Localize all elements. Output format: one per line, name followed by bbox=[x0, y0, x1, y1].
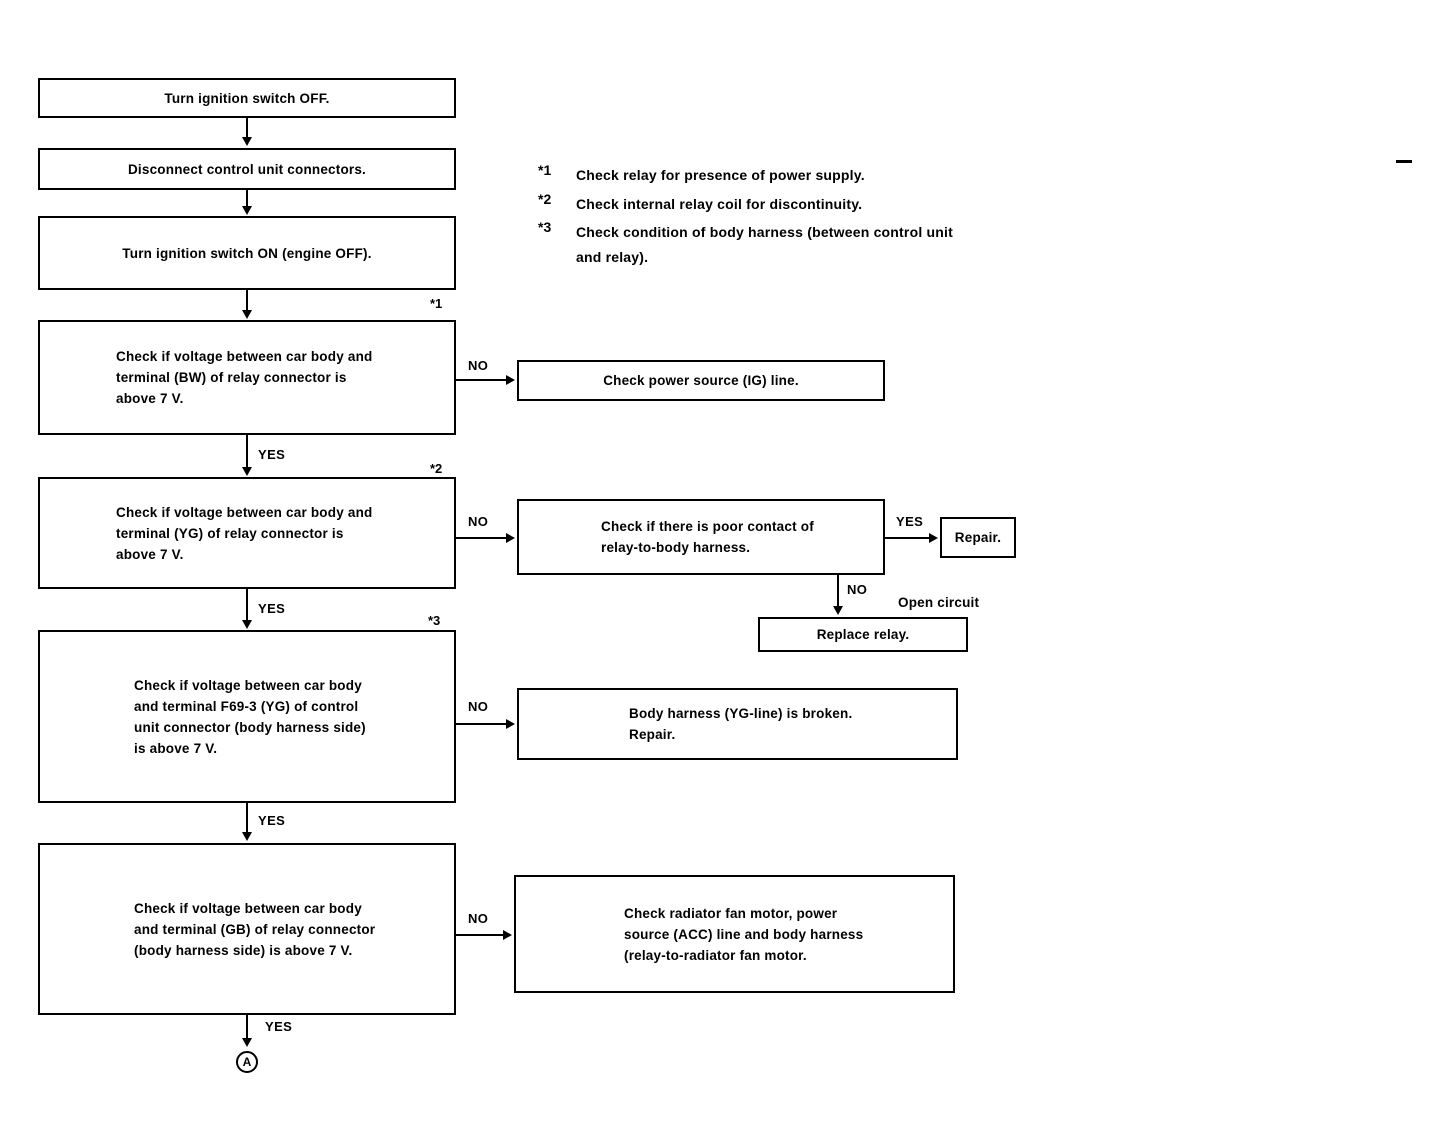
arrowhead-step4-no-icon bbox=[506, 375, 515, 385]
step-4-star-marker: *1 bbox=[430, 296, 443, 311]
step-6-label: Check if voltage between car body and te… bbox=[134, 677, 366, 756]
connector-step7-terminator bbox=[246, 1015, 248, 1043]
connector-step3-step4 bbox=[246, 290, 248, 312]
connector-step5-no bbox=[456, 537, 508, 539]
open-circuit-annotation: Open circuit bbox=[898, 595, 980, 610]
step-4-label: Check if voltage between car body and te… bbox=[116, 349, 373, 406]
step-1-label: Turn ignition switch OFF. bbox=[164, 90, 330, 106]
step-4-box: Check if voltage between car body and te… bbox=[38, 320, 456, 435]
connector-poorcontact-yes bbox=[885, 537, 931, 539]
terminator-ref-a: A bbox=[236, 1051, 258, 1073]
step-2-label: Disconnect control unit connectors. bbox=[127, 161, 367, 177]
connector-step4-no bbox=[456, 379, 508, 381]
connector-step6-step7 bbox=[246, 803, 248, 835]
arrowhead-poorcontact-no-icon bbox=[833, 606, 843, 615]
step-5-box: Check if voltage between car body and te… bbox=[38, 477, 456, 589]
edge-label-step7-yes: YES bbox=[265, 1019, 293, 1034]
arrowhead-step3-step4-icon bbox=[242, 310, 252, 319]
branch-replace-relay-box: Replace relay. bbox=[758, 617, 968, 652]
arrowhead-step7-terminator-icon bbox=[242, 1038, 252, 1047]
connector-step2-step3 bbox=[246, 190, 248, 208]
edge-label-poorcontact-no: NO bbox=[847, 582, 868, 597]
note-star-1: *1 bbox=[538, 162, 552, 178]
page-edge-tick-icon bbox=[1396, 160, 1412, 163]
edge-label-step6-yes: YES bbox=[258, 813, 286, 828]
step-6-box: Check if voltage between car body and te… bbox=[38, 630, 456, 803]
step-7-label: Check if voltage between car body and te… bbox=[134, 900, 376, 958]
note-text-2: Check internal relay coil for discontinu… bbox=[576, 196, 863, 212]
arrowhead-step7-no-icon bbox=[503, 930, 512, 940]
branch-replace-relay-label: Replace relay. bbox=[816, 627, 910, 642]
branch-poor-contact-label: Check if there is poor contact of relay-… bbox=[601, 519, 814, 555]
arrowhead-step5-no-icon bbox=[506, 533, 515, 543]
edge-label-poorcontact-yes: YES bbox=[896, 514, 924, 529]
branch-poor-contact-box: Check if there is poor contact of relay-… bbox=[517, 499, 885, 575]
connector-step7-no bbox=[456, 934, 505, 936]
branch-check-power-source-label: Check power source (IG) line. bbox=[603, 373, 799, 388]
branch-repair-box: Repair. bbox=[940, 517, 1016, 558]
note-text-1: Check relay for presence of power supply… bbox=[576, 167, 865, 183]
arrowhead-step6-step7-icon bbox=[242, 832, 252, 841]
step-6-star-marker: *3 bbox=[428, 613, 441, 628]
note-star-2: *2 bbox=[538, 191, 552, 207]
note-star-3: *3 bbox=[538, 219, 552, 235]
edge-label-step5-yes: YES bbox=[258, 601, 286, 616]
step-7-box: Check if voltage between car body and te… bbox=[38, 843, 456, 1015]
step-3-label: Turn ignition switch ON (engine OFF). bbox=[122, 245, 372, 261]
branch-radiator-fan-label: Check radiator fan motor, power source (… bbox=[624, 905, 864, 963]
connector-step1-step2 bbox=[246, 118, 248, 139]
arrowhead-step2-step3-icon bbox=[242, 206, 252, 215]
arrowhead-step4-step5-icon bbox=[242, 467, 252, 476]
step-2-box: Disconnect control unit connectors. bbox=[38, 148, 456, 190]
edge-label-step4-no: NO bbox=[468, 358, 489, 373]
arrowhead-step1-step2-icon bbox=[242, 137, 252, 146]
branch-body-harness-broken-box: Body harness (YG-line) is broken. Repair… bbox=[517, 688, 958, 760]
connector-step5-step6 bbox=[246, 589, 248, 622]
edge-label-step6-no: NO bbox=[468, 699, 489, 714]
edge-label-step7-no: NO bbox=[468, 911, 489, 926]
arrowhead-step5-step6-icon bbox=[242, 620, 252, 629]
step-1-box: Turn ignition switch OFF. bbox=[38, 78, 456, 118]
step-5-star-marker: *2 bbox=[430, 461, 443, 476]
step-3-box: Turn ignition switch ON (engine OFF). bbox=[38, 216, 456, 290]
arrowhead-poorcontact-yes-icon bbox=[929, 533, 938, 543]
branch-check-power-source-box: Check power source (IG) line. bbox=[517, 360, 885, 401]
connector-step4-step5 bbox=[246, 435, 248, 469]
step-5-label: Check if voltage between car body and te… bbox=[116, 504, 373, 562]
branch-body-harness-broken-label: Body harness (YG-line) is broken. Repair… bbox=[629, 706, 853, 742]
note-text-3: Check condition of body harness (between… bbox=[576, 224, 953, 265]
edge-label-step5-no: NO bbox=[468, 514, 489, 529]
connector-poorcontact-no bbox=[837, 575, 839, 609]
branch-repair-label: Repair. bbox=[954, 530, 1002, 545]
arrowhead-step6-no-icon bbox=[506, 719, 515, 729]
edge-label-step4-yes: YES bbox=[258, 447, 286, 462]
branch-radiator-fan-box: Check radiator fan motor, power source (… bbox=[514, 875, 955, 993]
connector-step6-no bbox=[456, 723, 508, 725]
